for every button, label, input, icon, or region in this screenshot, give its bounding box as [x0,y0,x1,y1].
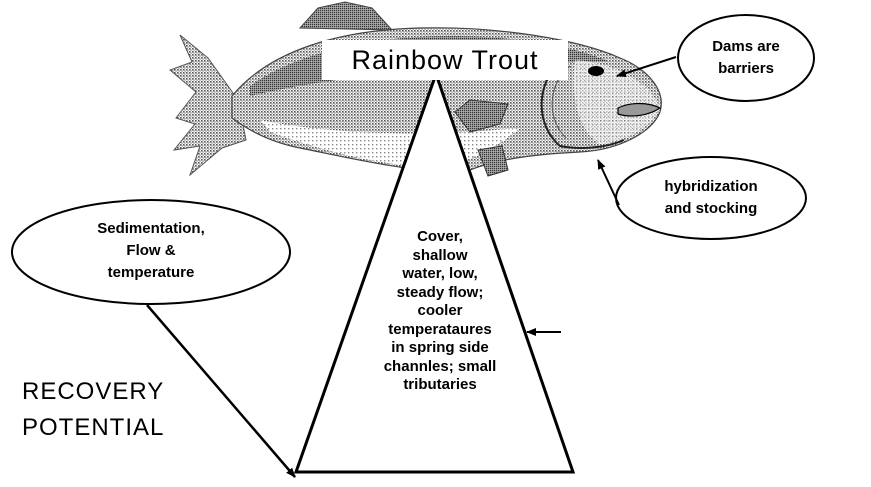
trout-dorsal-fin [300,2,392,30]
habitat-label: Cover, shallow water, low, steady flow; … [350,228,530,395]
hybrid-label: hybridization and stocking [621,176,801,220]
hybrid-arrow [598,160,619,205]
recovery-label: RECOVERY [22,378,164,406]
diagram-title: Rainbow Trout [322,40,568,80]
sediment-arrow [147,305,295,477]
trout-ventral-fin [478,146,508,176]
trout-eye [588,66,604,76]
dams-label: Dams are barriers [686,36,806,80]
potential-label: POTENTIAL [22,414,164,442]
sediment-label: Sedimentation, Flow & temperature [51,218,251,284]
